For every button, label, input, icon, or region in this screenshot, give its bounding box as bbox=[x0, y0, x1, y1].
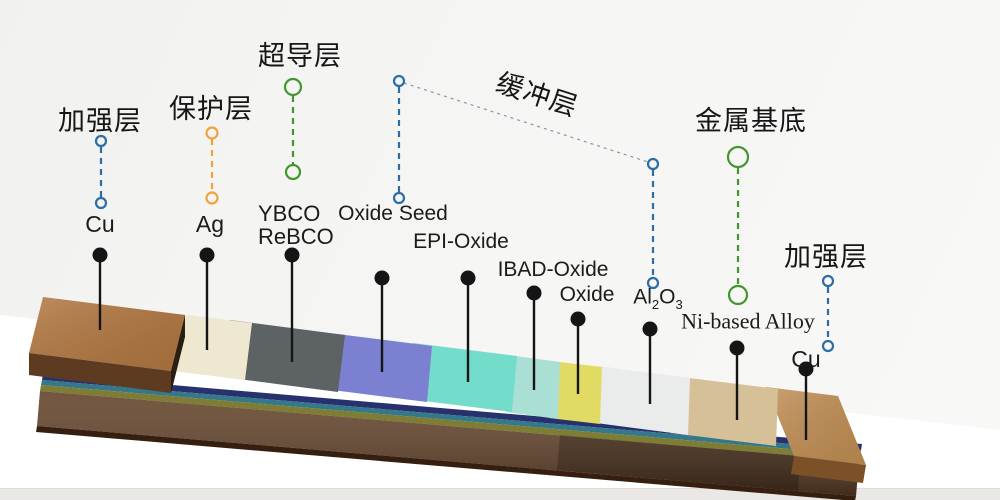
layer-pins bbox=[92, 247, 814, 440]
substrate-shadow-right bbox=[557, 435, 800, 492]
buffer-diagonal-connector bbox=[403, 82, 649, 163]
substrate-line-teal bbox=[41, 380, 861, 455]
cn-label-superconduct: 超导层 bbox=[258, 40, 342, 71]
pin-ybco bbox=[284, 247, 300, 362]
pin-ni-alloy bbox=[729, 340, 745, 420]
leader-reinforce-right bbox=[821, 274, 835, 353]
cn-label-reinforce-right: 加强层 bbox=[784, 241, 868, 272]
leader-reinforce-left bbox=[94, 134, 108, 210]
label-epi-oxide: EPI-Oxide bbox=[413, 229, 509, 253]
label-oxide: Oxide bbox=[559, 282, 615, 306]
label-ybco-line2: ReBCO bbox=[258, 224, 334, 249]
cu-bottom-front-face bbox=[791, 456, 866, 483]
pin-epi-oxide bbox=[460, 270, 476, 382]
pin-ag bbox=[199, 247, 215, 350]
label-ni-alloy: Ni-based Alloy bbox=[681, 308, 815, 334]
pin-al2o3 bbox=[642, 321, 658, 404]
layer-tile-cu-top bbox=[29, 297, 185, 393]
substrate-strip bbox=[36, 374, 862, 500]
cn-label-protect: 保护层 bbox=[169, 93, 253, 124]
layer-tile-epi-oxide bbox=[408, 343, 517, 412]
pin-cu-right bbox=[798, 361, 814, 440]
leader-buffer bbox=[392, 74, 660, 290]
label-cu-right: Cu bbox=[791, 345, 821, 372]
category-leaders bbox=[94, 74, 835, 353]
label-ibad-oxide: IBAD-Oxide bbox=[497, 257, 609, 281]
layer-tile-oxide bbox=[549, 361, 602, 424]
layer-tile-cu-bottom bbox=[766, 387, 866, 483]
leader-protect bbox=[205, 126, 219, 205]
cu-bottom-top-sheen bbox=[766, 387, 866, 465]
label-cu-left: Cu bbox=[85, 210, 115, 237]
cn-label-metal-substrate: 金属基底 bbox=[695, 105, 807, 136]
substrate-body-shade bbox=[37, 391, 859, 496]
substrate-bevel bbox=[36, 426, 856, 500]
cu-top-side-face bbox=[171, 315, 185, 393]
pin-cu-left bbox=[92, 247, 108, 330]
layer-tiles bbox=[29, 297, 866, 483]
substrate-line-olive bbox=[40, 385, 860, 461]
layer-tile-al2o3 bbox=[596, 366, 690, 435]
substrate-line-navy bbox=[42, 374, 862, 450]
pin-oxide bbox=[570, 311, 586, 394]
label-ag: Ag bbox=[195, 210, 225, 237]
cn-label-reinforce-left: 加强层 bbox=[58, 105, 142, 136]
label-oxide-seed: Oxide Seed bbox=[338, 201, 448, 225]
label-ybco-line1: YBCO bbox=[258, 201, 321, 226]
label-al2o3: Al2O3 bbox=[633, 285, 683, 312]
leader-superconduct bbox=[283, 77, 303, 181]
cu-top-front-face bbox=[29, 353, 171, 393]
layer-tile-ybco bbox=[223, 320, 345, 392]
leader-metal-substrate bbox=[726, 145, 750, 306]
label-ybco: YBCO ReBCO bbox=[258, 202, 334, 248]
pin-oxide-seed bbox=[374, 270, 390, 372]
cu-top-top-sheen bbox=[29, 297, 185, 371]
pin-ibad-oxide bbox=[526, 285, 542, 390]
layer-tile-ni-alloy bbox=[671, 376, 778, 446]
